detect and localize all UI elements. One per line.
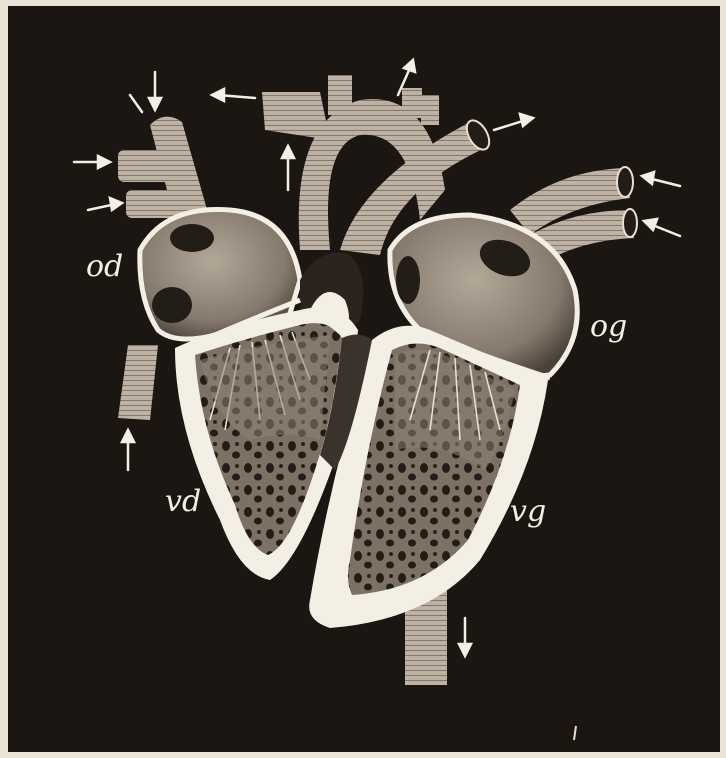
label-left-ventricle: vg: [510, 497, 546, 527]
label-right-ventricle: vd: [165, 487, 201, 517]
label-left-atrium: og: [590, 312, 627, 342]
aortic-branch-1: [328, 75, 352, 115]
pulmonary-vein-opening-1: [617, 167, 633, 197]
pulmonary-vein-opening-2: [623, 209, 637, 237]
left-atrium-opening-2: [396, 256, 420, 304]
right-atrium-opening-lower: [152, 287, 192, 323]
label-right-atrium: od: [86, 252, 123, 282]
right-pulmonary-vein-lower: [126, 190, 184, 218]
aortic-branch-3: [421, 95, 439, 125]
right-pulmonary-vein-upper: [118, 150, 188, 182]
right-atrium-opening-upper: [170, 224, 214, 252]
aortic-branch-2: [402, 88, 422, 118]
